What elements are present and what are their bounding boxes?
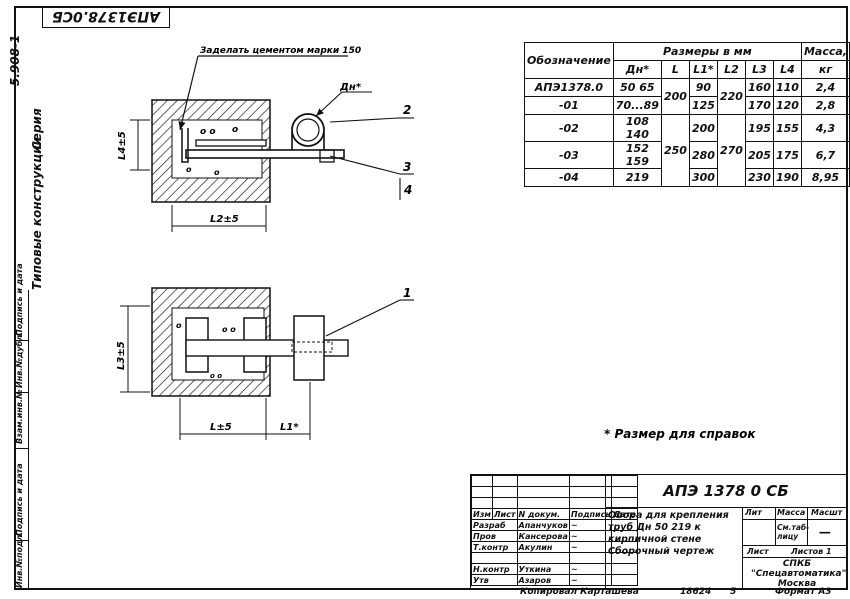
table-row: -02 108 140 250 200 270 195 155 4,3 — [524, 114, 850, 187]
side-stamp — [14, 290, 29, 590]
svg-text:o: o — [186, 165, 192, 174]
dim-l3: L3±5 — [116, 341, 127, 370]
col-designation: Обозначение — [524, 42, 614, 79]
table-row: -01 70...89 125 170 120 2,8 — [524, 96, 850, 115]
mass-header: Масса, — [800, 42, 850, 61]
mass-col-line — [807, 507, 808, 545]
note-leader — [178, 55, 199, 131]
lit-row-line — [743, 519, 847, 520]
svg-text:o: o — [214, 168, 220, 177]
pipe-clamp — [291, 113, 335, 163]
scale-label: Масшт — [811, 508, 843, 517]
archive-five: 5 — [730, 587, 737, 597]
dim-l4: L4±5 — [117, 131, 128, 160]
dimension-table: Обозначение Размеры в мм Масса, Дн* L L1… — [524, 42, 850, 187]
bracket-bottom — [185, 315, 349, 381]
col-l2: L2 — [716, 60, 746, 79]
dn-leader — [315, 91, 343, 117]
dim-l: L±5 — [210, 422, 232, 433]
callout-3: 3 — [403, 160, 411, 174]
col-l4: L4 — [772, 60, 802, 79]
svg-text:o o: o o — [200, 127, 216, 137]
drawing-title: Опора для крепления труб Дн 50 219 к кир… — [608, 510, 729, 557]
title-code: АПЭ 1378 0 СБ — [605, 475, 846, 508]
scale-value: — — [819, 525, 831, 539]
side-box-divider — [14, 448, 28, 449]
svg-text:o o: o o — [222, 325, 236, 334]
callout-1: 1 — [403, 286, 411, 300]
sheets-label: Листов 1 — [791, 547, 832, 556]
title-divider — [605, 507, 743, 589]
side-box-divider — [14, 340, 28, 341]
mass-value: См.таб-лицу — [777, 523, 810, 541]
l2-merged-1: 220 — [716, 78, 746, 115]
col-l3: L3 — [744, 60, 774, 79]
archive-number: 18624 — [680, 587, 712, 597]
dn-label: Дн* — [339, 82, 362, 93]
l-merged-2: 250 — [660, 114, 690, 187]
top-code-box: АПЭ1378.0СБ — [42, 6, 170, 28]
col-l: L — [660, 60, 690, 79]
cement-note: Заделать цементом марки 150 — [200, 46, 361, 56]
copied-by: Копировал Карташева — [520, 587, 639, 597]
svg-text:o: o — [232, 125, 238, 135]
callout-2: 2 — [403, 103, 411, 117]
table-row: -04 219 300 230 190 8,95 — [524, 168, 850, 187]
organization: СПКБ "Спецавтоматика" Москва — [751, 559, 847, 589]
sheet-label: Лист — [747, 547, 769, 556]
col-l1: L1* — [688, 60, 718, 79]
drawing-frame — [14, 6, 848, 590]
sheet-row-line — [743, 545, 847, 546]
org-row-line — [743, 557, 847, 558]
dim-l1: L1* — [280, 422, 299, 433]
svg-text:o: o — [176, 321, 182, 330]
table-row: АПЭ1378.0 50 65 200 90 220 160 110 2,4 — [524, 78, 850, 115]
callout-4: 4 — [403, 183, 412, 197]
paper-format: Формат А3 — [775, 587, 832, 597]
group-header: Размеры в мм — [612, 42, 802, 61]
mass-unit: кг — [800, 60, 850, 79]
dim-l2: L2±5 — [210, 214, 239, 225]
svg-text:o o: o o — [210, 372, 222, 380]
l-merged-1: 200 — [660, 78, 690, 115]
reference-note: * Размер для справок — [604, 427, 756, 441]
signature-header: Изм Лист N докум. Подпись Дата — [471, 508, 639, 520]
bracket-top — [181, 128, 345, 163]
mass-label: Масса — [777, 508, 806, 517]
lit-label: Лит — [745, 508, 762, 517]
side-box-divider — [14, 392, 28, 393]
lit-col-line — [775, 507, 776, 545]
col-dn: Дн* — [612, 60, 662, 79]
l2-merged-2: 270 — [716, 114, 746, 187]
side-box-divider — [14, 540, 28, 541]
